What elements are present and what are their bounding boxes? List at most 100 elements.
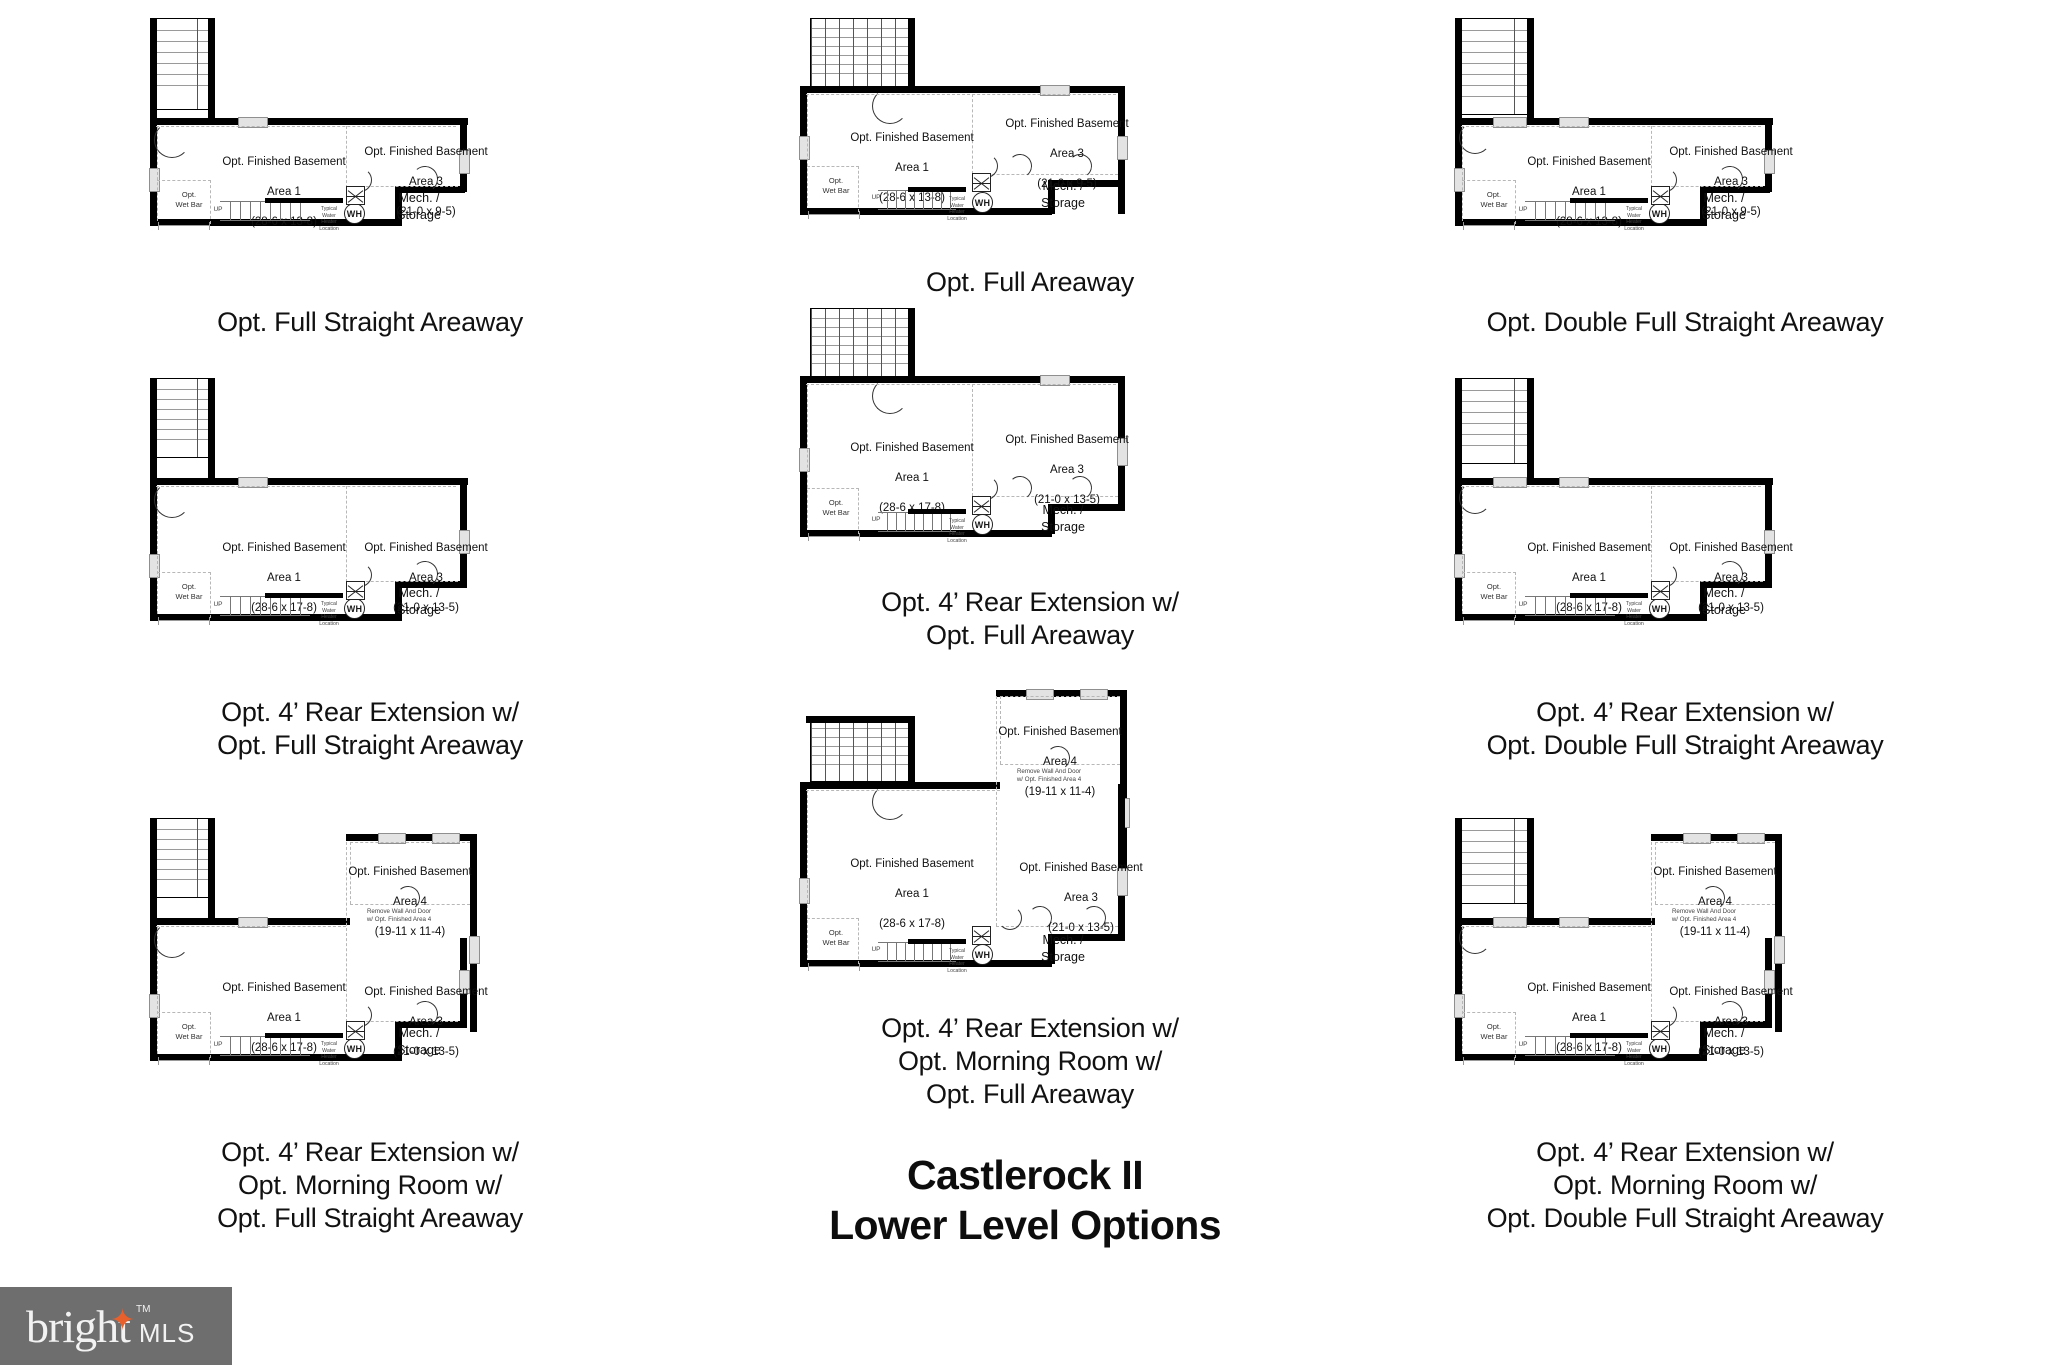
exterior-wall-top — [150, 478, 468, 485]
window-top-areaway — [1493, 917, 1527, 928]
wet-bar-dash-v — [210, 572, 211, 618]
partition-dash-mid — [1651, 581, 1763, 582]
wet-bar-dash-v — [1515, 180, 1516, 224]
morning-window-1 — [378, 833, 406, 844]
wet-bar-label: Opt. Wet Bar — [175, 190, 203, 209]
mech-storage-label: Mech. / Storage — [1702, 586, 1746, 617]
mech-wall-h — [1048, 180, 1125, 187]
areaway-wall-left — [150, 378, 157, 482]
wet-bar-label: Opt. Wet Bar — [1480, 1022, 1508, 1041]
areaway-door-swing — [154, 482, 190, 518]
window-top — [1040, 85, 1070, 96]
mech-wall-h — [1048, 504, 1125, 511]
area4-dim: (19-11 x 11-4) — [1679, 925, 1751, 938]
stair-up-label: UP — [871, 946, 881, 953]
areaway-wall-right — [1527, 18, 1534, 123]
stair-up-label: UP — [213, 206, 223, 213]
wet-bar-dimension — [158, 222, 210, 230]
partition-dash-center — [346, 126, 347, 188]
stair-up-label: UP — [213, 1041, 223, 1048]
partition-dash-center — [972, 384, 973, 496]
partition-dash-mid — [972, 496, 1118, 497]
exterior-wall-bottom — [800, 208, 996, 215]
wet-bar-label: Opt. Wet Bar — [822, 176, 850, 195]
wet-bar-label: Opt. Wet Bar — [822, 498, 850, 517]
area3-dim: (21-0 x 13-5) — [393, 601, 459, 614]
window-left — [1454, 994, 1465, 1018]
wet-bar-dash-h — [1462, 572, 1516, 573]
area4-dash-top — [1655, 842, 1775, 843]
wet-bar-dash-h — [1462, 1012, 1516, 1013]
plan-2-drawing: Opt. Finished Basement Area 1 (28-6 x 13… — [799, 18, 1260, 222]
mech-wall-h — [395, 186, 465, 193]
hvac-icon — [1651, 1021, 1670, 1040]
mech-wall-v — [1048, 180, 1055, 214]
plan-6-drawing: Opt. Finished Basement Area 1 (28-6 x 17… — [1454, 378, 1915, 627]
window-top — [238, 477, 268, 488]
areaway-stairs — [156, 818, 214, 898]
area3-name: Area 3 — [1064, 891, 1098, 904]
plan-1-caption: Opt. Full Straight Areaway — [217, 307, 523, 337]
water-heater-note: Typical Water Heater Location — [1624, 601, 1644, 627]
exterior-wall-bottom — [150, 1054, 400, 1061]
window-top — [1559, 477, 1589, 488]
exterior-wall-top — [150, 118, 468, 125]
stair-up-label: UP — [1518, 206, 1528, 213]
water-heater-icon: WH — [1649, 598, 1670, 619]
partition-dash-left — [1462, 926, 1463, 1054]
water-heater-note: Typical Water Heater Location — [947, 518, 967, 544]
hvac-icon — [972, 496, 991, 515]
water-heater-note: Typical Water Heater Location — [319, 1041, 339, 1067]
plan-3: Opt. Finished Basement Area 1 (28-6 x 13… — [1454, 18, 1915, 337]
mech-wall-h — [395, 1021, 465, 1028]
area1-label-group: Opt. Finished Basement Area 1 (28-6 x 17… — [194, 966, 374, 1071]
wet-bar-dash-h — [807, 488, 859, 489]
wet-bar-dash-v — [1515, 1012, 1516, 1058]
areaway-wall-right — [208, 818, 215, 922]
area4-dash-bottom — [1000, 764, 1120, 765]
mech-wall-v — [395, 1021, 402, 1061]
area1-name: Area 1 — [267, 1011, 301, 1024]
sparkle-icon: ✦ — [110, 1303, 136, 1337]
area1-title: Opt. Finished Basement — [850, 441, 974, 454]
exterior-wall-top — [1455, 918, 1655, 925]
area1-label-group: Opt. Finished Basement Area 1 (28-6 x 17… — [1499, 966, 1679, 1071]
partition-dash-top — [806, 790, 1000, 791]
areaway-wall-top — [806, 716, 912, 723]
area4-label-group: Opt. Finished Basement Area 4 (19-11 x 1… — [996, 710, 1124, 815]
wet-bar-dimension — [808, 533, 860, 541]
water-heater-icon: WH — [1649, 203, 1670, 224]
stair-wall — [908, 509, 966, 514]
wet-bar-label: Opt. Wet Bar — [822, 928, 850, 947]
water-heater-icon: WH — [972, 192, 993, 213]
area3-name: Area 3 — [1050, 463, 1084, 476]
exterior-wall-bottom — [800, 530, 996, 537]
interior-stair — [220, 201, 310, 221]
plan-7-drawing: Opt. Finished Basement Area 4 (19-11 x 1… — [149, 818, 590, 1118]
partition-dash-left — [157, 126, 158, 221]
wet-bar-dimension — [1463, 1057, 1515, 1065]
interior-stair — [1525, 596, 1615, 616]
plan-8: Opt. Finished Basement Area 4 (19-11 x 1… — [799, 689, 1260, 1109]
stair-wall — [908, 187, 966, 192]
mech-storage-label: Mech. / Storage — [397, 586, 441, 617]
area1-dim: (28-6 x 13-8) — [1556, 215, 1622, 228]
partition-dash-left — [807, 94, 808, 206]
wet-bar-dimension — [808, 963, 860, 971]
plan-7: Opt. Finished Basement Area 4 (19-11 x 1… — [149, 818, 590, 1233]
mech-wall-v — [1700, 1021, 1707, 1061]
trademark-icon: TM — [136, 1303, 151, 1315]
areaway-door-swing — [872, 784, 908, 820]
plan-7-caption: Opt. 4’ Rear Extension w/ Opt. Morning R… — [217, 1137, 523, 1233]
area4-title: Opt. Finished Basement — [348, 865, 472, 878]
mech-wall-v — [1048, 934, 1055, 964]
plan-2: Opt. Finished Basement Area 1 (28-6 x 13… — [799, 18, 1260, 297]
area3-dim: (21-0 x 13-5) — [1698, 601, 1764, 614]
stair-wall — [1570, 593, 1648, 598]
areaway-door-swing — [872, 88, 908, 124]
partition-dash-mid — [1651, 186, 1763, 187]
water-heater-note: Typical Water Heater Location — [947, 196, 967, 222]
morning-window-2 — [1080, 689, 1108, 700]
mech-wall-h2 — [992, 208, 1052, 215]
partition-dash-center — [346, 486, 347, 582]
